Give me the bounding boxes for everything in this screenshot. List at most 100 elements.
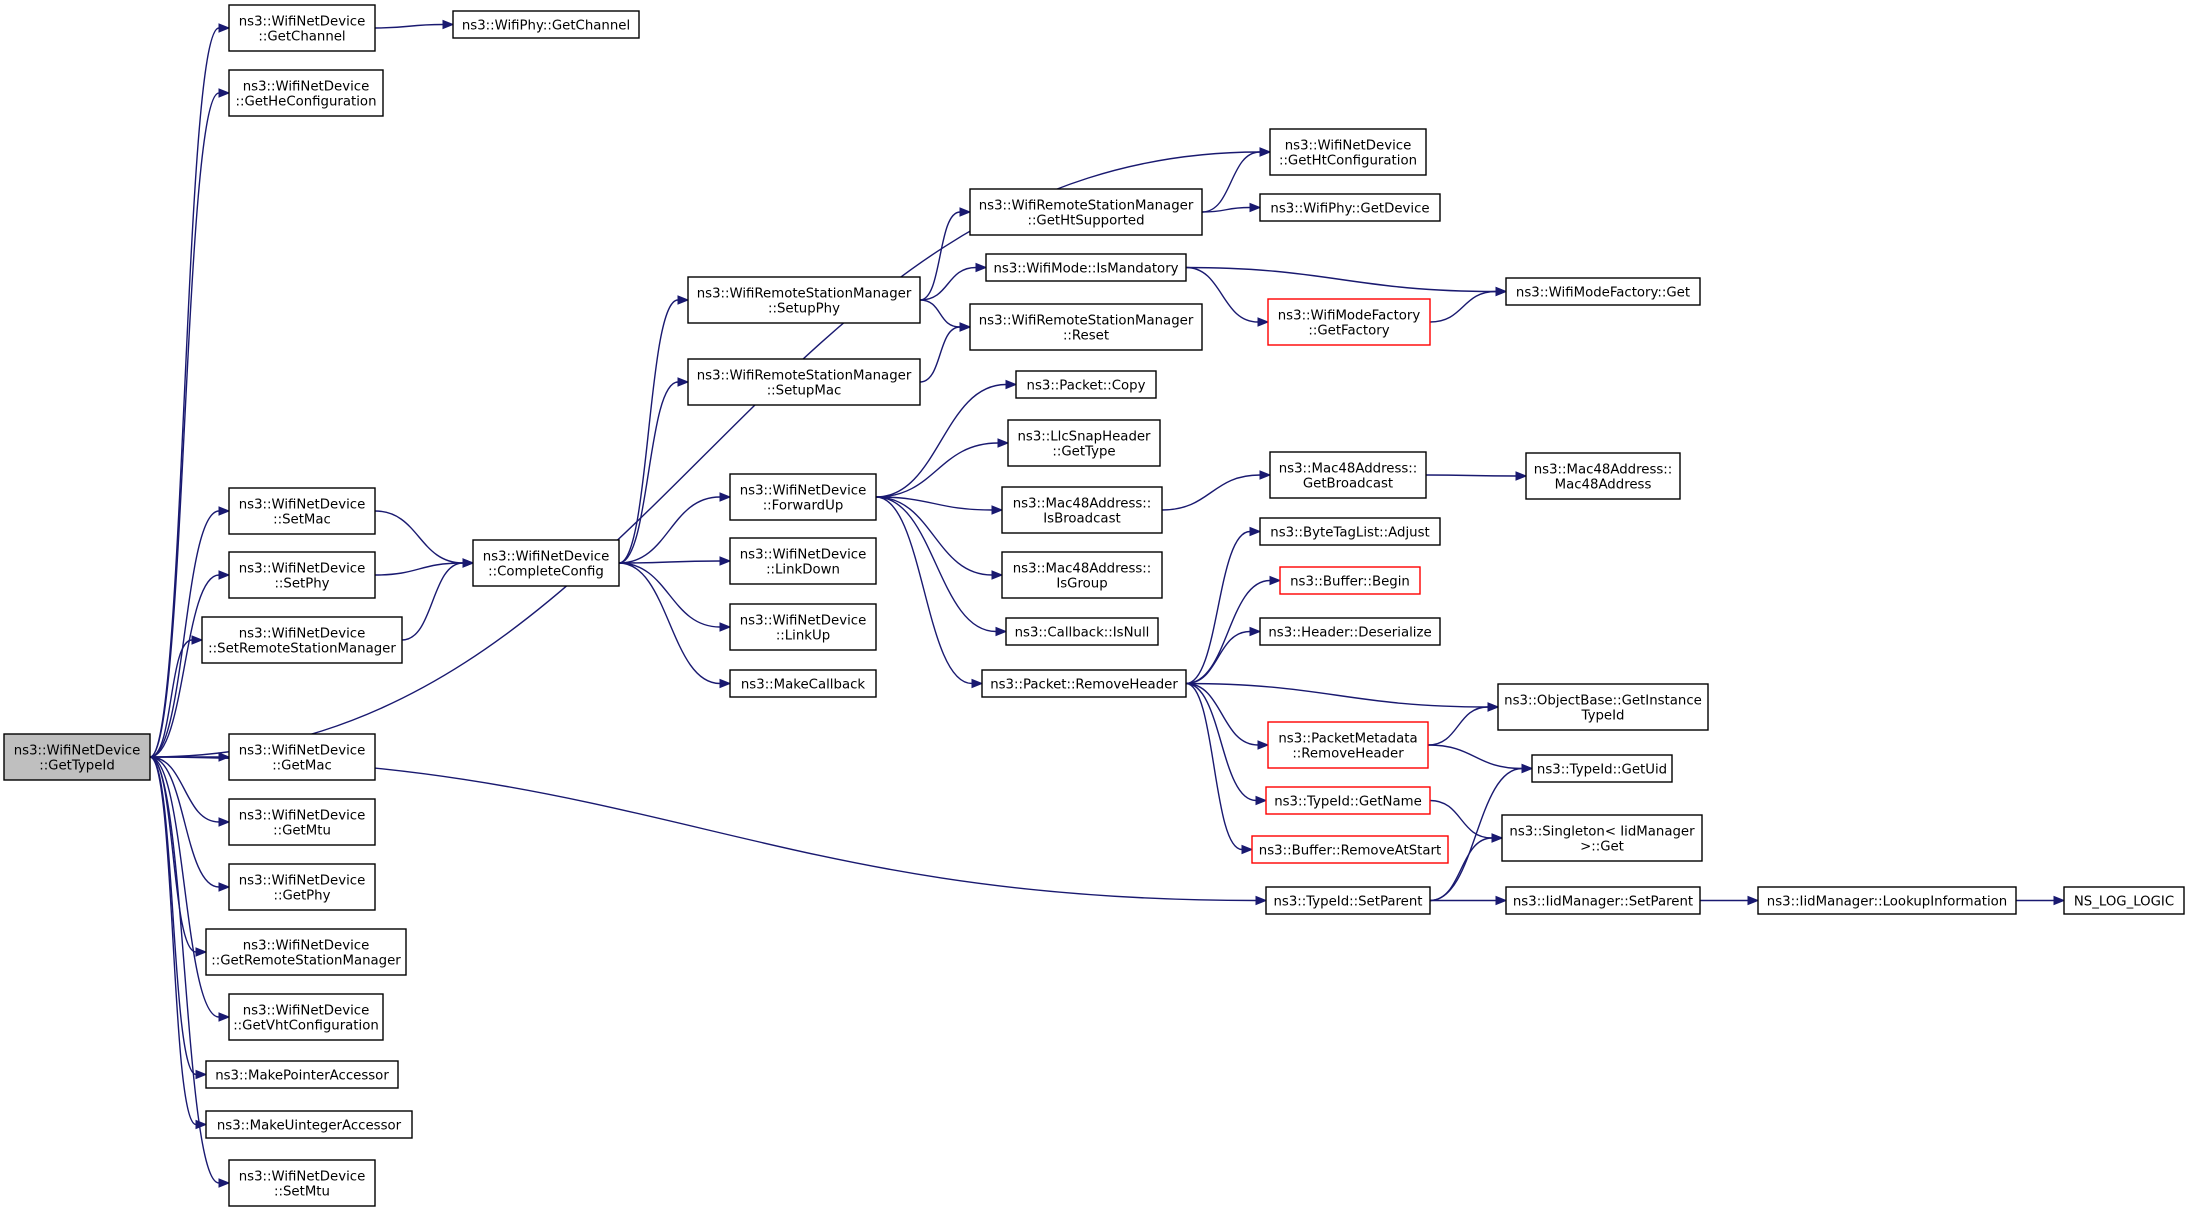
node-pmRemoveHeader[interactable]: ns3::PacketMetadata::RemoveHeader	[1267, 721, 1429, 769]
node-removeAtStart[interactable]: ns3::Buffer::RemoveAtStart	[1251, 835, 1449, 864]
node-box	[3, 733, 151, 781]
edge-line	[875, 442, 999, 498]
edge-arrowhead	[971, 678, 984, 689]
node-box	[1269, 451, 1427, 499]
node-forwardUp[interactable]: ns3::WifiNetDevice::ForwardUp	[729, 473, 877, 521]
node-label-line: ::GetFactory	[1308, 324, 1389, 339]
node-packetCopy[interactable]: ns3::Packet::Copy	[1015, 370, 1157, 399]
node-getHtConfiguration[interactable]: ns3::WifiNetDevice::GetHtConfiguration	[1269, 128, 1427, 176]
node-label-line: ns3::WifiNetDevice	[740, 484, 867, 499]
edge-arrowhead	[2053, 895, 2066, 906]
edge-arrowhead	[1747, 895, 1760, 906]
node-label-line: ns3::WifiPhy::GetDevice	[1270, 202, 1429, 217]
edge-iidSetParent-to-lookupInformation	[1700, 895, 1760, 906]
node-getUid[interactable]: ns3::TypeId::GetUid	[1531, 754, 1673, 783]
edge-setPhy-to-completeConfig	[374, 558, 475, 576]
edge-arrowhead	[1249, 526, 1262, 537]
node-getRemoteStationManager[interactable]: ns3::WifiNetDevice::GetRemoteStationMana…	[205, 928, 407, 976]
node-getHeConfiguration[interactable]: ns3::WifiNetDevice::GetHeConfiguration	[228, 69, 384, 117]
node-getVhtConfiguration[interactable]: ns3::WifiNetDevice::GetVhtConfiguration	[228, 993, 384, 1041]
node-label-line: ns3::Buffer::Begin	[1290, 575, 1410, 590]
edge-setupMac-to-reset	[919, 322, 972, 383]
node-makePointerAccessor[interactable]: ns3::MakePointerAccessor	[205, 1060, 399, 1089]
node-label-line: ::GetHeConfiguration	[235, 95, 376, 110]
node-linkDown[interactable]: ns3::WifiNetDevice::LinkDown	[729, 537, 877, 585]
edge-getHtSupported-to-phyGetDevice	[1201, 202, 1262, 213]
node-modeFactoryGet[interactable]: ns3::WifiModeFactory::Get	[1505, 277, 1701, 306]
edge-line	[1185, 266, 1497, 293]
node-box	[687, 358, 921, 406]
node-phyGetChannel[interactable]: ns3::WifiPhy::GetChannel	[452, 10, 640, 39]
node-setupMac[interactable]: ns3::WifiRemoteStationManager::SetupMac	[687, 358, 921, 406]
edge-arrowhead	[195, 1069, 208, 1080]
edge-line	[618, 562, 721, 685]
node-label-line: ::SetPhy	[274, 577, 329, 592]
node-lookupInformation[interactable]: ns3::IidManager::LookupInformation	[1757, 886, 2017, 915]
edge-line	[919, 326, 961, 383]
node-getMac[interactable]: ns3::WifiNetDevice::GetMac	[228, 733, 376, 781]
edge-arrowhead	[719, 556, 732, 566]
node-nsLogLogic[interactable]: NS_LOG_LOGIC	[2063, 886, 2185, 915]
edge-line	[149, 756, 220, 1184]
node-box	[1525, 452, 1681, 500]
node-box	[1501, 814, 1703, 862]
node-setRemoteStationManager[interactable]: ns3::WifiNetDevice::SetRemoteStationMana…	[201, 616, 403, 664]
node-setMac[interactable]: ns3::WifiNetDevice::SetMac	[228, 487, 376, 535]
edge-line	[919, 211, 961, 301]
node-getMtu[interactable]: ns3::WifiNetDevice::GetMtu	[228, 798, 376, 846]
node-makeCallback[interactable]: ns3::MakeCallback	[729, 669, 877, 698]
node-label-line: ns3::Mac48Address::	[1013, 497, 1152, 512]
node-label-line: >::Get	[1580, 840, 1624, 855]
node-llcGetType[interactable]: ns3::LlcSnapHeader::GetType	[1007, 419, 1161, 467]
edge-line	[401, 562, 464, 641]
node-typeIdSetParent[interactable]: ns3::TypeId::SetParent	[1265, 886, 1431, 915]
node-isMandatory[interactable]: ns3::WifiMode::IsMandatory	[985, 253, 1187, 282]
node-makeUintegerAccessor[interactable]: ns3::MakeUintegerAccessor	[205, 1110, 413, 1139]
node-getBroadcast[interactable]: ns3::Mac48Address::GetBroadcast	[1269, 451, 1427, 499]
node-isGroup[interactable]: ns3::Mac48Address::IsGroup	[1001, 551, 1163, 599]
edge-arrowhead	[1495, 895, 1508, 906]
edge-arrowhead	[1249, 202, 1262, 213]
node-label-line: ns3::WifiNetDevice	[740, 548, 867, 563]
edge-root-to-getRemoteStationManager	[149, 756, 208, 957]
node-completeConfig[interactable]: ns3::WifiNetDevice::CompleteConfig	[472, 539, 620, 587]
node-reset[interactable]: ns3::WifiRemoteStationManager::Reset	[969, 303, 1203, 351]
node-label-line: ns3::WifiMode::IsMandatory	[993, 262, 1178, 277]
edge-completeConfig-to-forwardUp	[618, 492, 732, 564]
edge-completeConfig-to-linkUp	[618, 562, 732, 632]
edge-root-to-setMtu	[149, 756, 231, 1188]
node-isBroadcast[interactable]: ns3::Mac48Address::IsBroadcast	[1001, 486, 1163, 534]
node-setPhy[interactable]: ns3::WifiNetDevice::SetPhy	[228, 551, 376, 599]
node-byteTagAdjust[interactable]: ns3::ByteTagList::Adjust	[1259, 517, 1441, 546]
node-setupPhy[interactable]: ns3::WifiRemoteStationManager::SetupPhy	[687, 276, 921, 324]
node-label-line: ns3::IidManager::SetParent	[1513, 895, 1693, 910]
node-getHtSupported[interactable]: ns3::WifiRemoteStationManager::GetHtSupp…	[969, 188, 1203, 236]
node-getPhy[interactable]: ns3::WifiNetDevice::GetPhy	[228, 863, 376, 911]
node-box	[729, 603, 877, 651]
node-headerDeserialize[interactable]: ns3::Header::Deserialize	[1259, 617, 1441, 646]
edge-completeConfig-to-setupPhy	[618, 295, 690, 564]
node-box	[201, 616, 403, 664]
node-removeHeader[interactable]: ns3::Packet::RemoveHeader	[981, 669, 1187, 698]
node-getFactory[interactable]: ns3::WifiModeFactory::GetFactory	[1267, 298, 1431, 346]
node-setMtu[interactable]: ns3::WifiNetDevice::SetMtu	[228, 1159, 376, 1207]
edge-arrowhead	[959, 207, 972, 217]
edge-line	[1429, 837, 1493, 902]
node-label-line: ns3::Packet::Copy	[1027, 379, 1146, 394]
edge-arrowhead	[959, 322, 972, 332]
node-root[interactable]: ns3::WifiNetDevice::GetTypeId	[3, 733, 151, 781]
node-getChannel[interactable]: ns3::WifiNetDevice::GetChannel	[228, 4, 376, 52]
node-label-line: ::LinkUp	[776, 629, 830, 644]
node-linkUp[interactable]: ns3::WifiNetDevice::LinkUp	[729, 603, 877, 651]
node-phyGetDevice[interactable]: ns3::WifiPhy::GetDevice	[1259, 193, 1441, 222]
node-box	[205, 1110, 413, 1139]
node-label-line: ::ForwardUp	[763, 499, 844, 514]
node-bufferBegin[interactable]: ns3::Buffer::Begin	[1279, 566, 1421, 595]
node-getName[interactable]: ns3::TypeId::GetName	[1265, 786, 1431, 815]
node-singletonGet[interactable]: ns3::Singleton< IidManager>::Get	[1501, 814, 1703, 862]
node-mac48Address[interactable]: ns3::Mac48Address::Mac48Address	[1525, 452, 1681, 500]
node-label-line: ns3::WifiNetDevice	[239, 744, 366, 759]
node-callbackIsNull[interactable]: ns3::Callback::IsNull	[1005, 617, 1159, 646]
node-iidSetParent[interactable]: ns3::IidManager::SetParent	[1505, 886, 1701, 915]
